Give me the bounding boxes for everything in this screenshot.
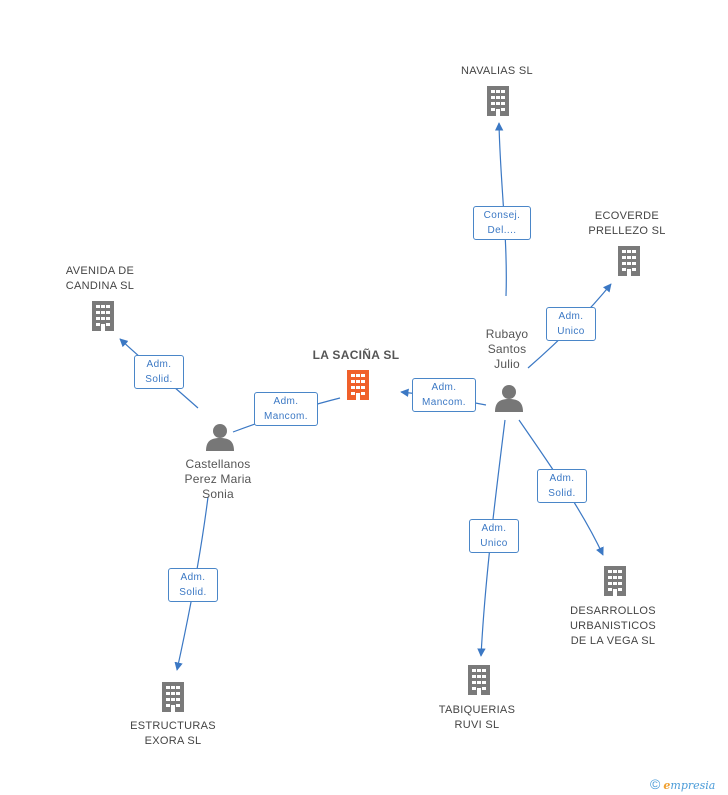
edge-label-adm-mancom-rubayo[interactable]: Adm. Mancom.	[412, 378, 476, 412]
edge-label-adm-unico-tabiq[interactable]: Adm. Unico	[469, 519, 519, 553]
node-tabiquerias[interactable]: TABIQUERIAS RUVI SL	[438, 704, 516, 731]
edge-label-adm-unico-eco[interactable]: Adm. Unico	[546, 307, 596, 341]
ecoverde-building-icon	[618, 246, 640, 276]
desarrollos-building-icon	[604, 566, 626, 596]
brand-logo: empresia	[663, 779, 716, 792]
node-estructuras[interactable]: ESTRUCTURAS EXORA SL	[130, 720, 216, 747]
node-navalias[interactable]: NAVALIAS SL	[461, 65, 533, 77]
edge-label-adm-mancom-cast[interactable]: Adm. Mancom.	[254, 392, 318, 426]
main-building-icon	[347, 370, 369, 400]
edge-label-adm-solid-desarrollos[interactable]: Adm. Solid.	[537, 469, 587, 503]
copyright-icon: ©	[650, 776, 661, 792]
rubayo-person-icon	[495, 385, 523, 412]
node-desarrollos[interactable]: DESARROLLOS URBANISTICOS DE LA VEGA SL	[569, 605, 657, 647]
person-rubayo[interactable]: Rubayo Santos Julio	[485, 327, 529, 371]
edge-label-adm-solid-estructuras[interactable]: Adm. Solid.	[168, 568, 218, 602]
node-ecoverde[interactable]: ECOVERDE PRELLEZO SL	[588, 210, 666, 237]
avenida-building-icon	[92, 301, 114, 331]
footer-brand[interactable]: © empresia	[650, 776, 715, 792]
tabiquerias-building-icon	[468, 665, 490, 695]
estructuras-building-icon	[162, 682, 184, 712]
node-main[interactable]: LA SACIÑA SL	[312, 348, 400, 362]
castellanos-person-icon	[206, 424, 234, 451]
node-avenida[interactable]: AVENIDA DE CANDINA SL	[65, 265, 135, 292]
edge-label-adm-solid-avenida[interactable]: Adm. Solid.	[134, 355, 184, 389]
edge-label-consej[interactable]: Consej. Del....	[473, 206, 531, 240]
person-castellanos[interactable]: Castellanos Perez Maria Sonia	[184, 457, 252, 501]
navalias-building-icon	[487, 86, 509, 116]
